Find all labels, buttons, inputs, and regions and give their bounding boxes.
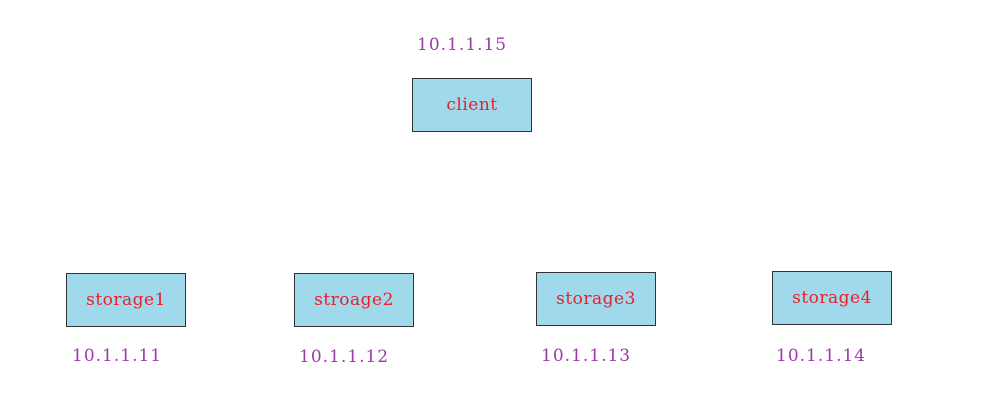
storage3-node-label: storage3 (556, 289, 636, 309)
storage4-ip-label: 10.1.1.14 (776, 346, 867, 366)
storage3-ip-label: 10.1.1.13 (541, 346, 632, 366)
storage1-node-label: storage1 (86, 290, 166, 310)
storage2-node-label: stroage2 (314, 290, 394, 310)
storage2-ip-label: 10.1.1.12 (299, 347, 390, 367)
client-node-label: client (446, 95, 498, 115)
storage1-ip-label: 10.1.1.11 (72, 346, 163, 366)
storage1-node: storage1 (66, 273, 186, 327)
client-ip-label: 10.1.1.15 (417, 35, 508, 55)
client-node: client (412, 78, 532, 132)
storage3-node: storage3 (536, 272, 656, 326)
storage2-node: stroage2 (294, 273, 414, 327)
storage4-node-label: storage4 (792, 288, 872, 308)
storage4-node: storage4 (772, 271, 892, 325)
